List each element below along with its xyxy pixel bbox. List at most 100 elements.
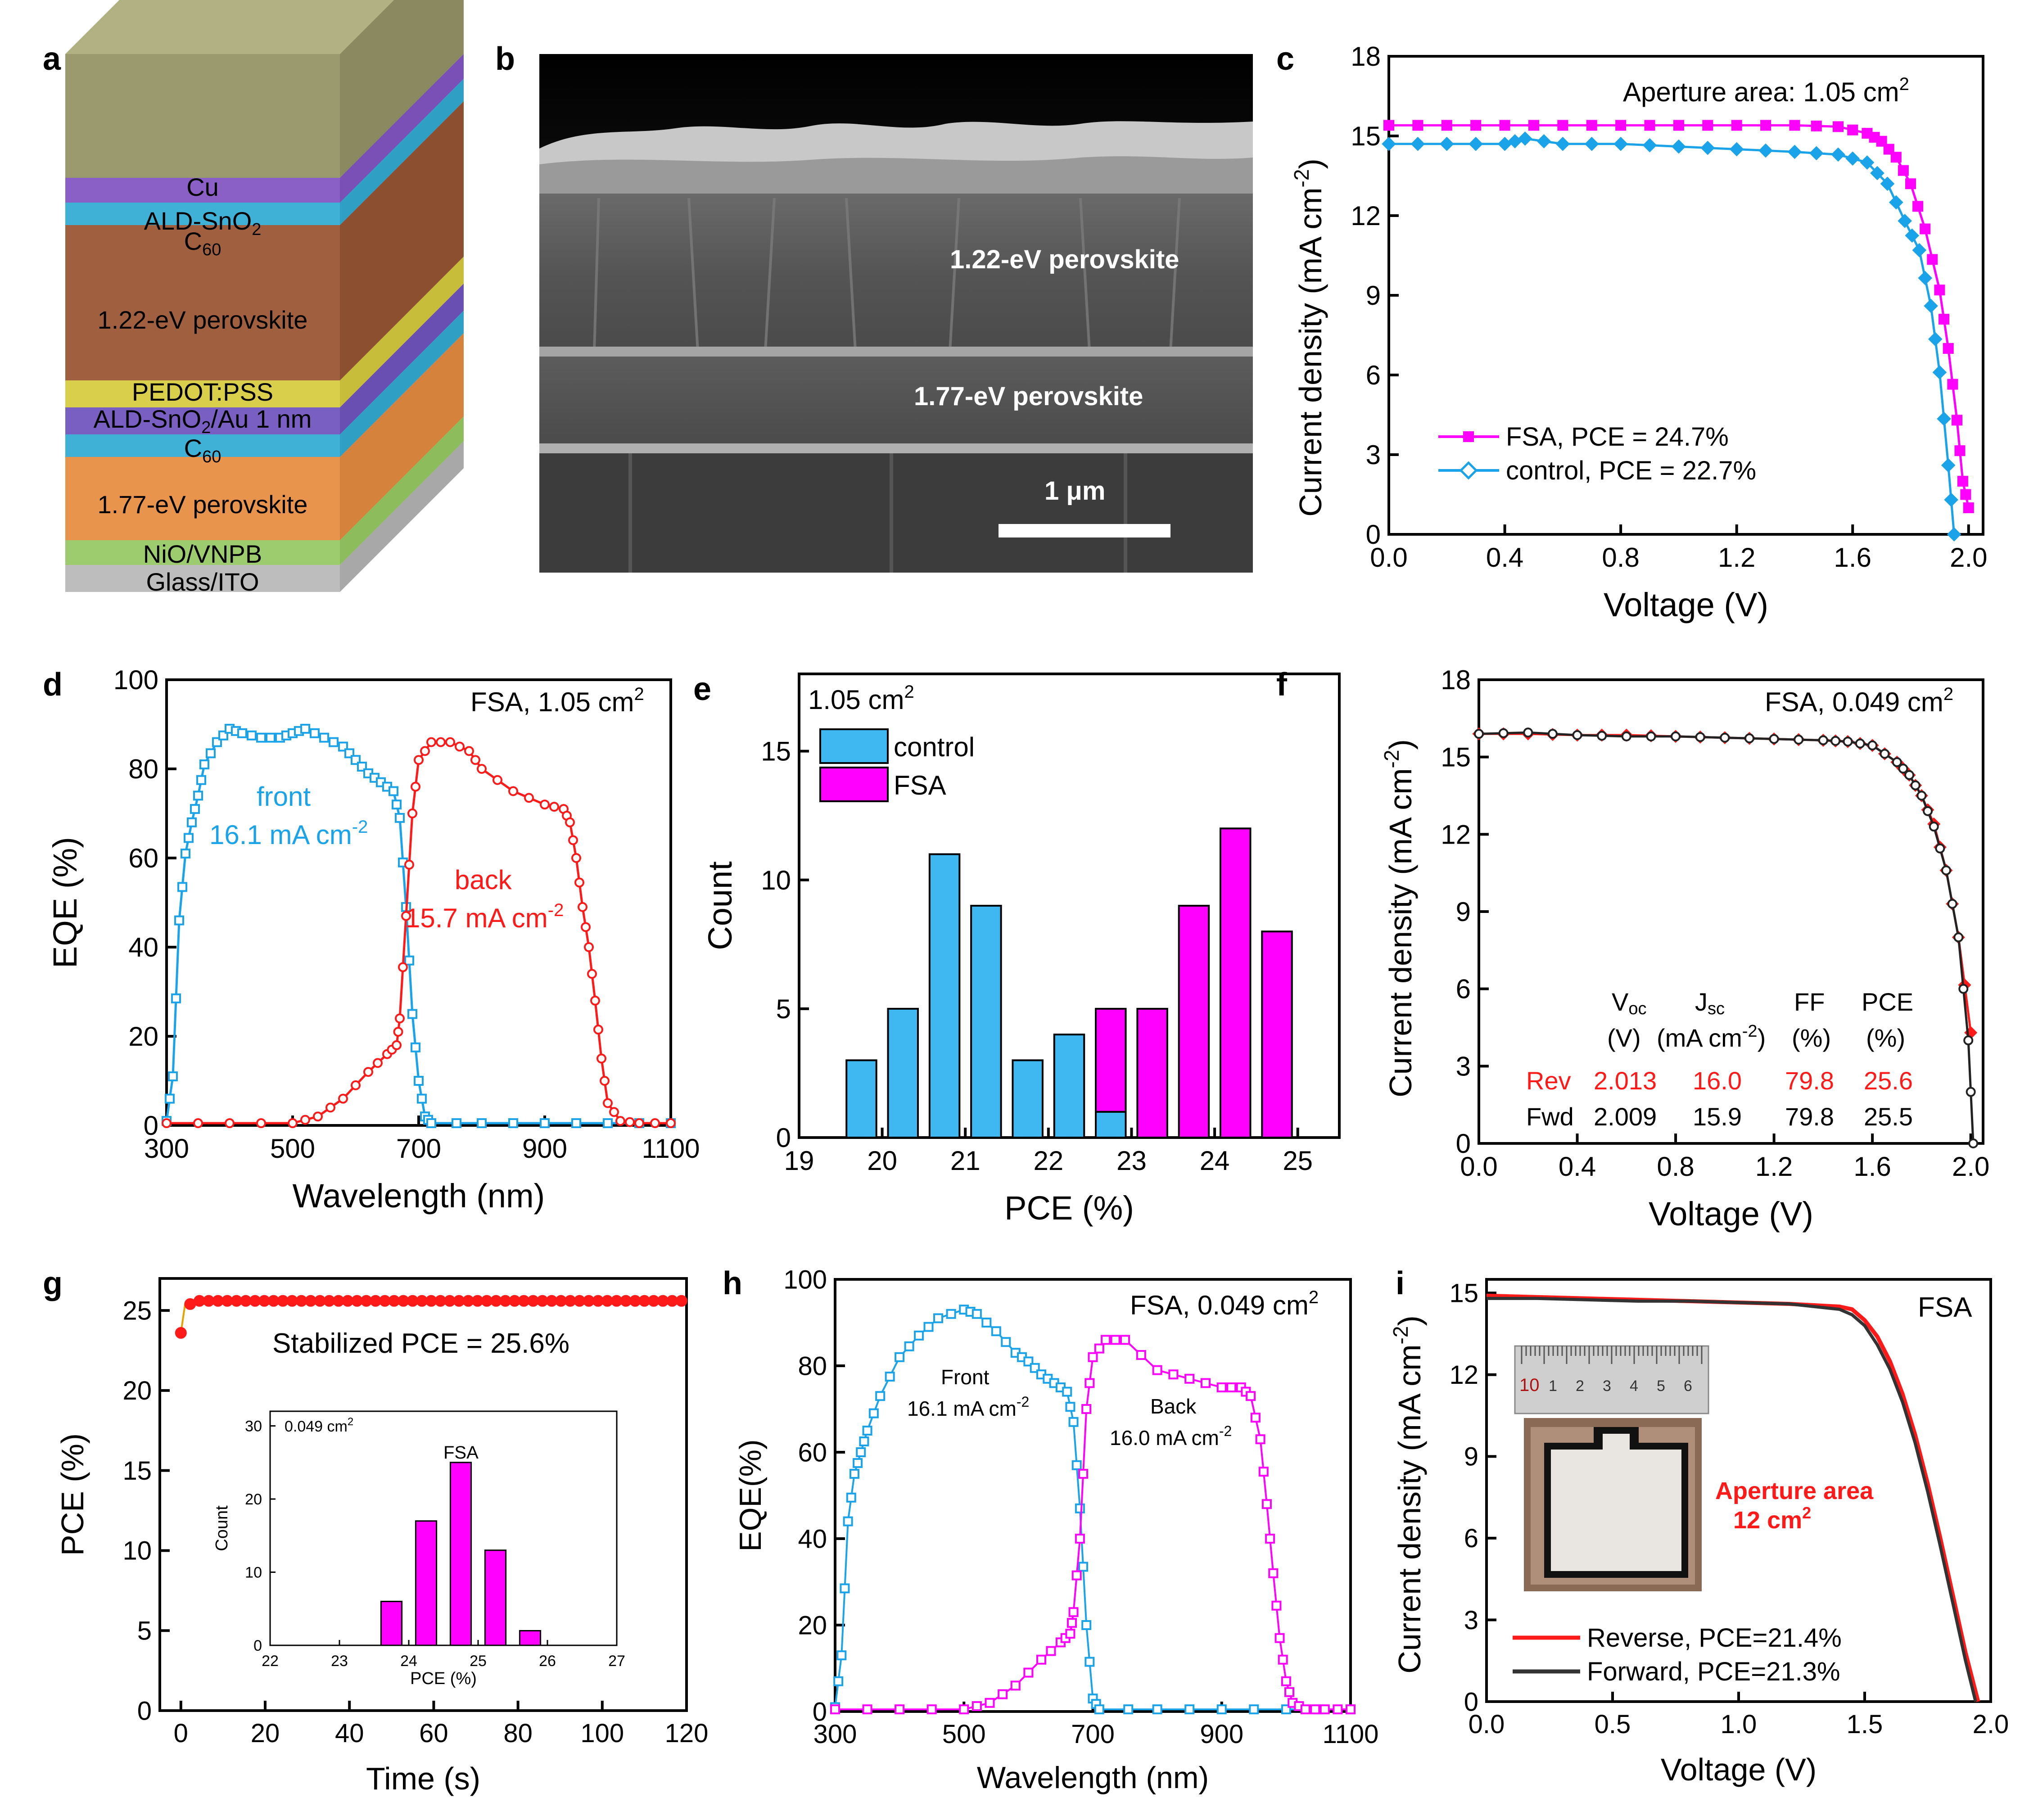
data-point — [1809, 146, 1824, 161]
chart-d-annotation: FSA, 1.05 cm2 — [470, 684, 644, 717]
data-point — [1078, 1562, 1089, 1572]
data-point — [1584, 136, 1599, 151]
data-point — [843, 1516, 853, 1526]
data-point — [568, 835, 578, 845]
y-tick-label: 5 — [776, 994, 791, 1024]
x-tick-label: 24 — [400, 1653, 417, 1670]
y-tick-label: 0 — [253, 1637, 262, 1654]
y-tick-label: 3 — [1366, 440, 1381, 470]
chart-e-legend: control FSA — [819, 728, 975, 802]
data-point — [1958, 984, 1969, 994]
data-point — [470, 755, 480, 765]
x-tick-label: 1.0 — [1721, 1710, 1757, 1739]
y-tick-label: 20 — [128, 1021, 158, 1052]
data-point — [1499, 120, 1510, 131]
layer-front — [65, 565, 340, 592]
data-point — [1621, 731, 1631, 741]
data-point — [329, 737, 339, 747]
x-tick-label: 100 — [580, 1719, 624, 1748]
x-tick-label: 900 — [522, 1134, 567, 1164]
data-point — [436, 737, 446, 747]
data-point — [237, 728, 247, 738]
data-point — [1065, 1629, 1075, 1639]
layer-side — [340, 284, 464, 434]
data-point — [571, 853, 581, 863]
data-point — [401, 911, 411, 921]
y-tick-label: 10 — [122, 1536, 152, 1566]
y-tick-label: 40 — [128, 932, 158, 962]
x-tick-label: 22 — [1033, 1146, 1063, 1176]
data-point — [1261, 1499, 1272, 1509]
axis-label-f-y: Current density (mA cm-2) — [1380, 739, 1418, 1097]
x-tick-label: 120 — [665, 1719, 709, 1748]
chart-d-front-label: front — [257, 781, 311, 812]
ruler-label-6: 6 — [1684, 1377, 1692, 1395]
data-point — [1557, 120, 1568, 131]
data-point — [1937, 411, 1951, 426]
legend-reverse: Reverse, PCE=21.4% — [1587, 1623, 1842, 1653]
data-point — [426, 737, 436, 747]
data-point — [1255, 1434, 1265, 1445]
data-point — [1941, 865, 1952, 876]
data-point — [1673, 120, 1684, 131]
data-point — [875, 1391, 886, 1401]
layer-front — [65, 540, 340, 565]
y-tick-label: 10 — [245, 1564, 262, 1581]
data-point — [914, 1330, 924, 1341]
data-point — [853, 1458, 863, 1468]
y-tick-label: 0 — [144, 1111, 158, 1141]
panel-c-letter: c — [1276, 41, 1294, 77]
data-point — [1905, 178, 1916, 190]
layer-label-glass-ito: Glass/ITO — [146, 568, 259, 596]
table-rev-voc: 2.013 — [1594, 1066, 1657, 1095]
layer-side — [340, 54, 464, 203]
y-tick-label: 20 — [122, 1376, 152, 1405]
data-point — [171, 993, 181, 1003]
data-point — [199, 759, 209, 770]
legend-control: control, PCE = 22.7% — [1506, 456, 1756, 485]
x-tick-label: 2.0 — [1973, 1710, 2009, 1739]
panel-h-letter: h — [723, 1265, 742, 1301]
data-point — [1671, 731, 1681, 741]
layer-label-sno2: ALD-SnO2 — [144, 207, 262, 239]
y-tick-label: 30 — [245, 1418, 262, 1435]
data-point — [508, 786, 518, 796]
sem-label-bottom: 1.77-eV perovskite — [914, 382, 1143, 411]
bar-control — [845, 1059, 877, 1138]
data-point — [1642, 138, 1657, 153]
data-point — [675, 1295, 687, 1307]
data-point — [584, 942, 594, 952]
bar-control — [1012, 1059, 1044, 1138]
y-tick-label: 12 — [1449, 1360, 1478, 1390]
x-tick-label: 2.0 — [1952, 1152, 1989, 1182]
data-point — [1953, 932, 1964, 943]
data-point — [1469, 136, 1483, 151]
data-point — [395, 813, 405, 823]
data-point — [856, 1447, 866, 1457]
ruler-label-3: 3 — [1603, 1377, 1611, 1395]
data-point — [1916, 790, 1927, 801]
data-point — [190, 804, 200, 814]
data-point — [162, 1118, 172, 1129]
y-tick-label: 15 — [122, 1456, 152, 1486]
layer-front — [65, 225, 340, 380]
y-tick-label: 25 — [122, 1296, 152, 1325]
data-point — [1923, 806, 1933, 816]
table-header-voc: Voc — [1612, 988, 1647, 1018]
legend-fsa: FSA — [894, 770, 946, 800]
y-tick-label: 0 — [776, 1123, 791, 1153]
data-point — [1523, 727, 1533, 738]
data-point — [193, 790, 203, 801]
sem-scale-label: 1 μm — [1044, 476, 1105, 506]
data-point — [1912, 201, 1924, 212]
data-point — [247, 730, 257, 741]
data-point — [1695, 732, 1705, 742]
x-tick-label: 0.0 — [1469, 1710, 1505, 1739]
data-point — [923, 1322, 934, 1332]
layer-front — [65, 434, 340, 457]
layer-label-177-perovskite: 1.77-eV perovskite — [98, 490, 308, 519]
data-point — [1646, 731, 1656, 741]
